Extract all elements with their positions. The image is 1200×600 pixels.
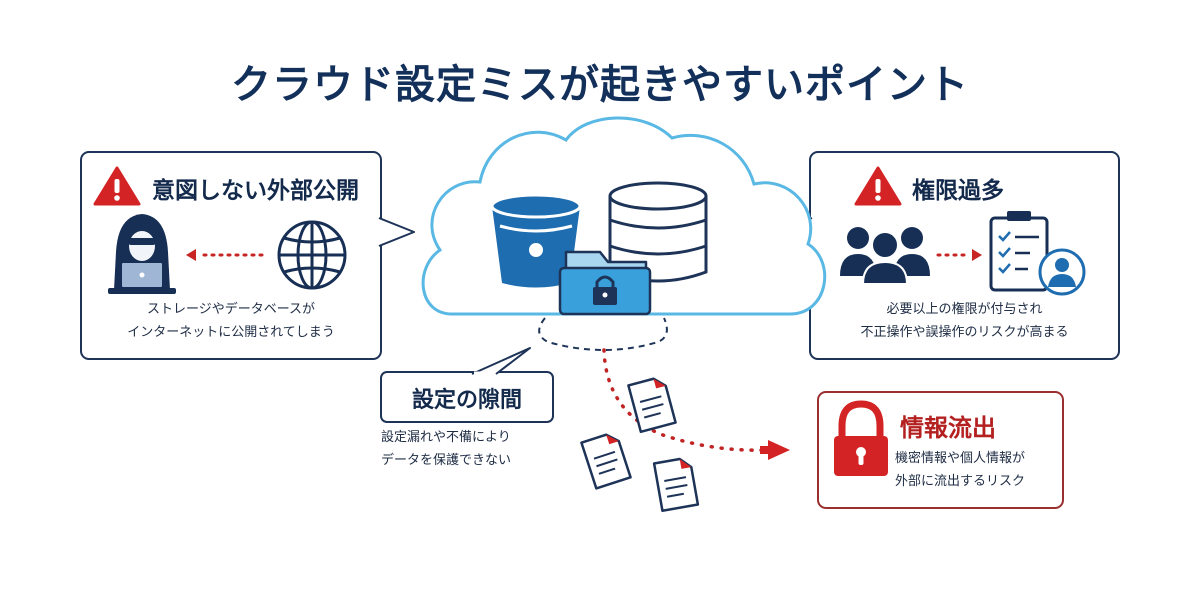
locked-folder-icon — [558, 250, 652, 316]
exposure-desc-line1: ストレージやデータベースが — [146, 302, 316, 317]
leak-desc-line2: 外部に流出するリスク — [895, 474, 1026, 489]
exposure-arrow — [186, 249, 264, 261]
leak-desc-line1: 機密情報や個人情報が — [895, 451, 1026, 466]
gap-desc-line1: 設定漏れや不備により — [381, 430, 511, 445]
exposure-heading: 意図しない外部公開 — [152, 178, 359, 204]
document-icon — [652, 457, 700, 513]
gap-heading: 設定の隙間 — [411, 388, 522, 413]
privilege-description: 必要以上の権限が付与され 不正操作や誤操作のリスクが高まる — [810, 298, 1119, 344]
database-icon — [608, 181, 708, 283]
gap-description: 設定漏れや不備により データを保護できない — [381, 426, 511, 472]
exposure-description: ストレージやデータベースが インターネットに公開されてしまう — [81, 298, 381, 344]
warning-icon — [93, 166, 141, 206]
gap-label-box — [380, 347, 554, 423]
privilege-arrow — [936, 249, 982, 261]
padlock-icon — [834, 400, 888, 476]
user-group-icon — [840, 227, 930, 285]
globe-icon — [277, 220, 347, 290]
document-icon — [627, 377, 677, 434]
leak-arrow — [602, 348, 790, 460]
privilege-heading: 権限過多 — [912, 178, 1004, 204]
document-icon — [580, 433, 632, 490]
storage-bucket-icon — [490, 193, 582, 288]
hacker-icon — [108, 214, 176, 294]
exposure-desc-line2: インターネットに公開されてしまう — [127, 325, 335, 340]
checklist-icon — [989, 211, 1086, 296]
warning-icon — [854, 166, 902, 206]
gap-dashed-outline — [538, 317, 668, 351]
privilege-desc-line1: 必要以上の権限が付与され — [886, 302, 1043, 317]
leak-description: 機密情報や個人情報が 外部に流出するリスク — [895, 447, 1025, 493]
page-title: クラウド設定ミスが起きやすいポイント — [231, 62, 969, 108]
gap-desc-line2: データを保護できない — [381, 453, 512, 468]
privilege-desc-line2: 不正操作や誤操作のリスクが高まる — [860, 325, 1069, 340]
leak-heading: 情報流出 — [900, 414, 996, 442]
